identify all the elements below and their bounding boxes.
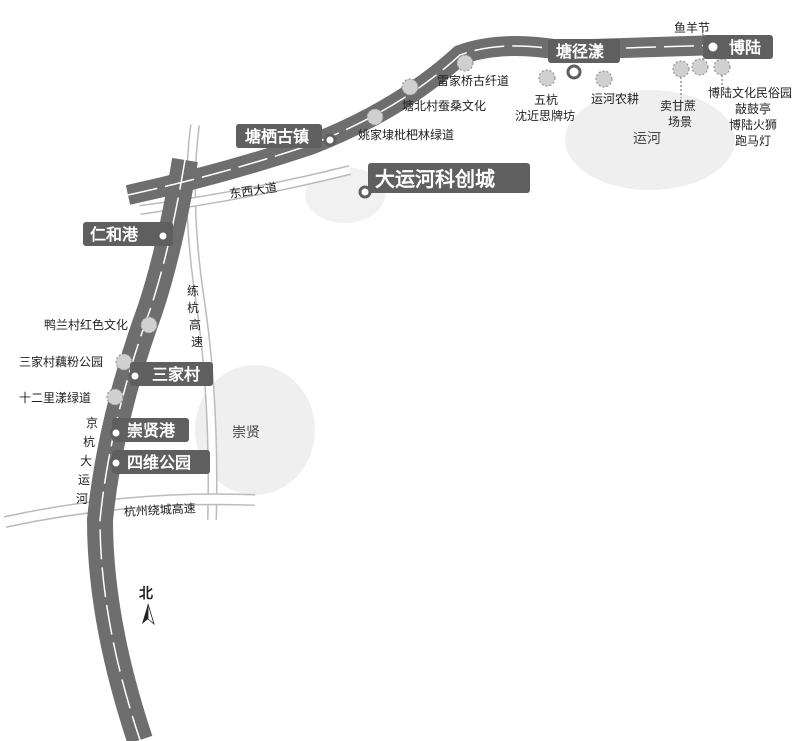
area-chongxian-label: 崇贤 (232, 425, 260, 441)
town-chongxian-port-label: 崇贤港 (127, 421, 176, 440)
poi-icon[interactable] (595, 70, 613, 88)
poi-icon[interactable] (106, 388, 124, 406)
poi-label: 雷家桥古纤道 (437, 73, 509, 88)
poi-label: 五杭 (534, 92, 558, 107)
poi-label: 姚家埭枇杷林绿道 (358, 127, 454, 142)
town-bolu-label: 博陆 (729, 38, 761, 57)
poi-label: 沈近思牌坊 (515, 108, 575, 123)
poi-icon[interactable] (691, 58, 709, 76)
poi-label: 运河农耕 (591, 91, 639, 106)
poi-icon[interactable] (713, 58, 731, 76)
poi-label: 鸭兰村红色文化 (44, 317, 128, 332)
poi-label: 跑马灯 (735, 134, 771, 148)
town-tangqi[interactable] (236, 124, 322, 148)
town-sanjia-label: 三家村 (152, 365, 200, 384)
poi-label: 博陆火狮 (729, 117, 777, 132)
poi-label: 博陆文化民俗园 (708, 85, 792, 100)
svg-text:练: 练 (187, 283, 199, 298)
area-yunhe (565, 90, 735, 190)
area-chongxian (195, 365, 315, 495)
town-tangjingyang-label: 塘径漾 (556, 42, 605, 61)
poi-icon[interactable] (115, 353, 133, 371)
area-yunhe-label: 运河 (633, 131, 661, 147)
canal-label: 京 杭 大 运 河 (76, 416, 98, 506)
north-arrow-icon (142, 604, 148, 624)
town-bolu[interactable] (703, 35, 773, 59)
poi-icon[interactable] (366, 108, 384, 126)
poi-icon[interactable] (401, 78, 419, 96)
poi-label: 三家村藕粉公园 (19, 354, 103, 369)
svg-text:运: 运 (78, 473, 90, 487)
town-tangqi-label: 塘栖古镇 (245, 127, 309, 146)
svg-text:杭: 杭 (187, 300, 199, 315)
town-renhe-label: 仁和港 (90, 225, 139, 244)
town-chongxian-port[interactable] (112, 418, 189, 442)
poi-label: 敲鼓亭 (735, 101, 771, 116)
poi-label: 十二里漾绿道 (19, 390, 91, 405)
town-sanjia[interactable] (130, 362, 213, 386)
svg-text:速: 速 (191, 335, 203, 349)
poi-label: 塘北村蚕桑文化 (402, 98, 486, 113)
poi-label: 卖甘蔗 (660, 99, 696, 113)
town-renhe[interactable] (83, 222, 173, 246)
svg-text:大: 大 (80, 454, 92, 468)
poi-icon[interactable] (672, 60, 690, 78)
town-kechuang-label: 大运河科创城 (375, 167, 495, 191)
svg-text:京: 京 (86, 416, 98, 430)
poi-label: 鱼羊节 (674, 20, 710, 35)
road-raocheng-label: 杭州绕城高速 (123, 500, 196, 519)
town-tangjingyang[interactable] (548, 39, 620, 63)
road-lianhang-label: 练 杭 高 速 (187, 283, 203, 349)
poi-label: 场景 (668, 115, 692, 129)
svg-text:杭: 杭 (83, 434, 95, 449)
poi-icon[interactable] (456, 54, 474, 72)
town-siwei-label: 四维公园 (127, 453, 191, 472)
svg-text:高: 高 (189, 317, 201, 332)
svg-text:河: 河 (76, 492, 88, 506)
poi-icon[interactable] (538, 69, 556, 87)
town-kechuang[interactable] (368, 163, 530, 193)
compass-label: 北 (139, 586, 153, 602)
town-siwei[interactable] (112, 450, 210, 474)
road-dongxi-label: 东西大道 (228, 180, 277, 201)
poi-icon[interactable] (140, 316, 158, 334)
